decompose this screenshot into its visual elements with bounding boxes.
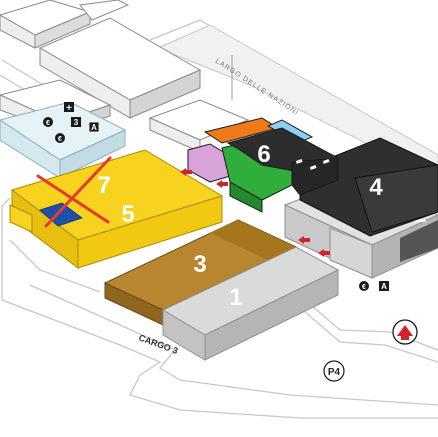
hall-6-roof-marks xyxy=(295,159,330,170)
hall-4-label: 4 xyxy=(369,174,383,201)
hall-number-badge xyxy=(71,117,81,127)
hall-1[interactable] xyxy=(161,246,340,361)
svg-text:€: € xyxy=(362,284,366,291)
atm-icon xyxy=(55,133,65,143)
arrow-icon xyxy=(298,236,310,244)
arrow-icon xyxy=(318,249,330,257)
atm-icon xyxy=(43,117,53,127)
hall-3-accent xyxy=(210,220,296,260)
first-aid-icon xyxy=(64,102,74,112)
service-badges-left: € + 3 A € xyxy=(43,102,100,143)
parking-label: P4 xyxy=(328,367,341,378)
info-a-badge xyxy=(88,121,100,133)
hall-1-label: 1 xyxy=(229,284,242,311)
hall-5-label: 5 xyxy=(121,201,134,228)
entrance-arrows xyxy=(180,168,330,257)
svg-text:€: € xyxy=(46,120,50,127)
main-entrance-marker[interactable] xyxy=(392,319,418,345)
atm-icon xyxy=(359,281,369,291)
svg-text:+: + xyxy=(66,103,72,114)
largo-plaza xyxy=(156,24,438,186)
svg-text:3: 3 xyxy=(74,118,79,127)
hall-7-label: 7 xyxy=(97,172,110,199)
arrow-icon xyxy=(180,168,192,176)
hall-2-dark-face xyxy=(400,220,438,262)
hall-3-label: 3 xyxy=(193,251,206,278)
hall-7-closed-cross xyxy=(36,156,112,228)
hall-6[interactable] xyxy=(187,117,340,213)
service-badges-right: € A xyxy=(359,281,389,291)
hall-6-label: 6 xyxy=(257,141,270,168)
info-a-badge xyxy=(379,281,389,291)
services-block xyxy=(0,101,127,179)
svg-text:A: A xyxy=(381,282,387,291)
svg-text:€: € xyxy=(58,136,62,143)
svg-text:A: A xyxy=(91,123,97,132)
parking-p4[interactable]: P4 xyxy=(323,360,345,382)
entrance-arrow-icon xyxy=(397,325,413,340)
arrow-icon xyxy=(216,180,228,188)
